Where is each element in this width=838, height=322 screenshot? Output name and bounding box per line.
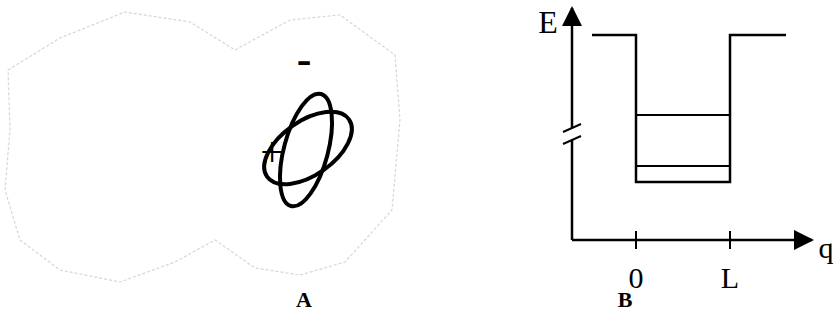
axis-label: E bbox=[538, 6, 558, 38]
panel-label: B bbox=[618, 289, 633, 311]
axis-break bbox=[563, 136, 581, 144]
axis-tick bbox=[729, 231, 731, 249]
axis-label: q bbox=[819, 233, 834, 263]
axis-tick bbox=[635, 231, 637, 249]
axis-break bbox=[563, 124, 581, 132]
charge-sign: - bbox=[297, 38, 312, 82]
tick-label: L bbox=[721, 263, 739, 293]
energy-level bbox=[636, 114, 730, 116]
square-well bbox=[592, 35, 786, 182]
energy-level bbox=[636, 165, 730, 167]
panel-label: A bbox=[296, 289, 312, 311]
molecule-outline bbox=[5, 12, 400, 282]
orbital-ellipse bbox=[252, 97, 365, 199]
coordinate-axis bbox=[572, 239, 812, 242]
energy-axis bbox=[571, 8, 574, 240]
charge-sign: + bbox=[260, 131, 284, 173]
